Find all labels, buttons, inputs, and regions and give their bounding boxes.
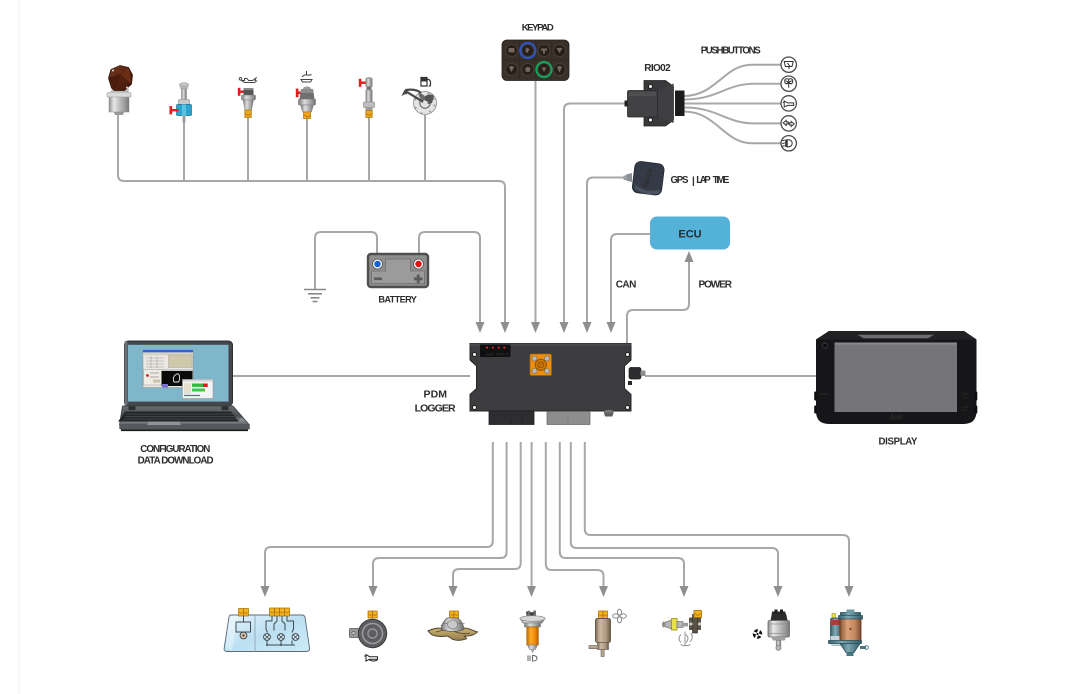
svg-text:GPS: GPS: [671, 175, 690, 186]
svg-text:AiM: AiM: [485, 352, 494, 357]
svg-text:PDM: PDM: [496, 353, 504, 357]
svg-text:BATTERY: BATTERY: [378, 295, 417, 305]
svg-text:VIEW: VIEW: [962, 392, 970, 396]
svg-text:AiM: AiM: [888, 415, 902, 422]
svg-text:RIO02: RIO02: [644, 63, 671, 74]
svg-text:LOGGER: LOGGER: [415, 403, 456, 415]
svg-text:<: <: [823, 406, 825, 410]
svg-text:PUSHBUTTONS: PUSHBUTTONS: [701, 46, 762, 57]
svg-text:|: |: [692, 176, 695, 187]
svg-text:DATA DOWNLOAD: DATA DOWNLOAD: [138, 456, 214, 467]
svg-text:TIME: TIME: [713, 175, 730, 186]
svg-text:ECU: ECU: [678, 229, 701, 241]
svg-text:CAN: CAN: [616, 280, 637, 291]
svg-text:LAP: LAP: [696, 175, 711, 186]
svg-text:ON: ON: [963, 396, 967, 400]
svg-text:>>: >>: [822, 396, 826, 400]
svg-text:PDM: PDM: [424, 389, 448, 401]
svg-text:POWER: POWER: [699, 280, 733, 291]
svg-text:CONFIGURATION: CONFIGURATION: [140, 444, 210, 455]
svg-text:KEYPAD: KEYPAD: [522, 23, 554, 34]
svg-text:VIEW: VIEW: [961, 405, 969, 409]
svg-text:MENU: MENU: [820, 392, 828, 396]
svg-text:08: 08: [505, 353, 509, 357]
svg-text:OFF: OFF: [961, 409, 967, 413]
svg-text:DISPLAY: DISPLAY: [879, 437, 919, 448]
